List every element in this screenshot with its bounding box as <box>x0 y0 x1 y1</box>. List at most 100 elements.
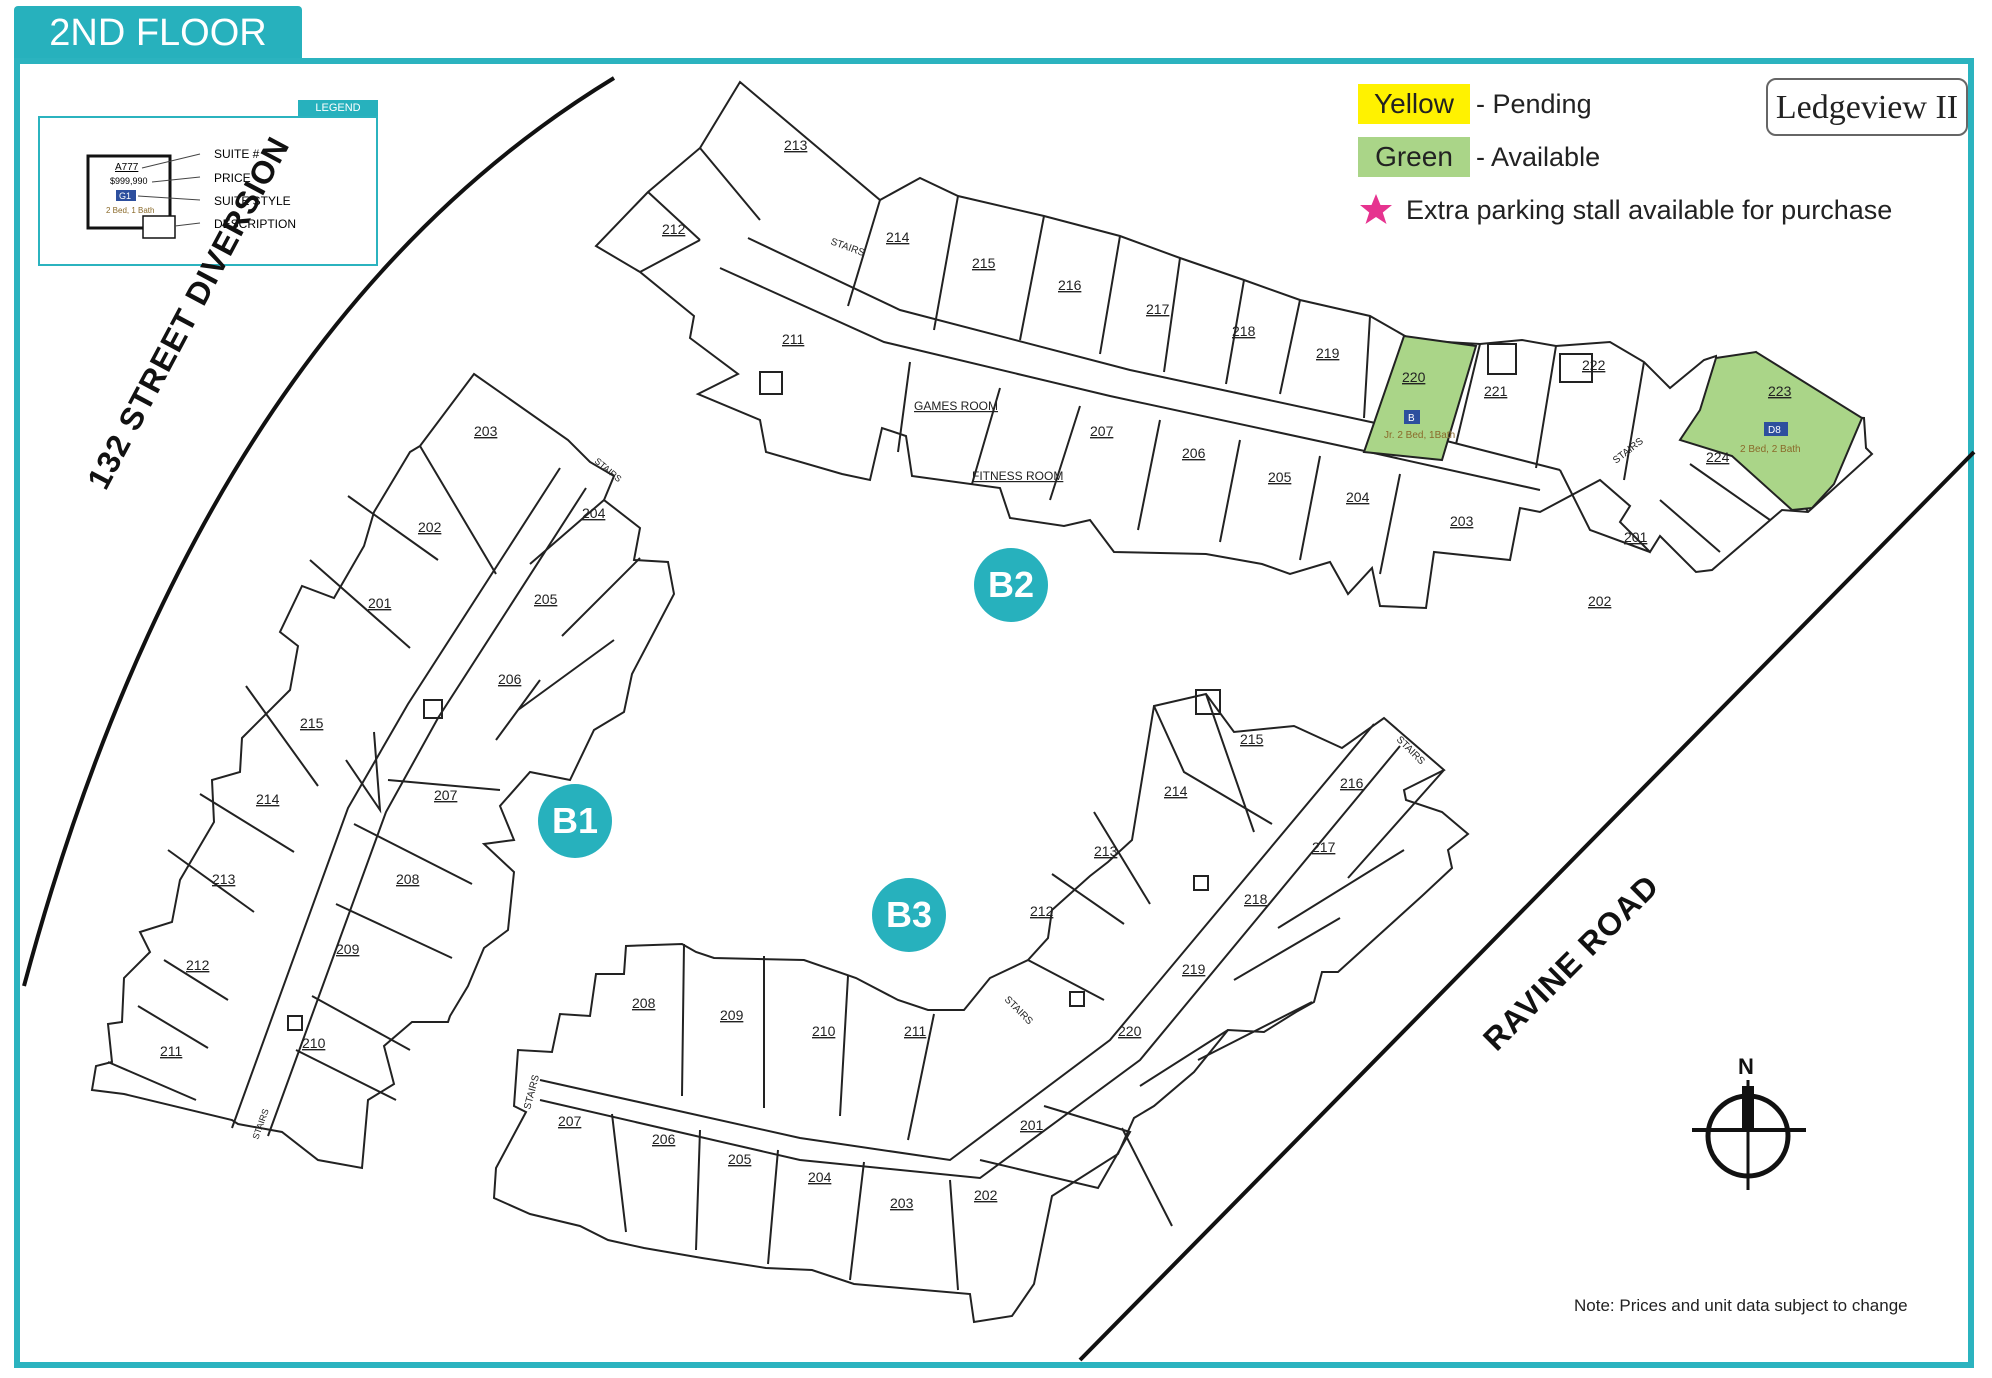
legend-leader <box>141 153 201 169</box>
style-badge-220 <box>1404 410 1420 424</box>
unit-label: 218 <box>1244 891 1268 907</box>
unit-label: 208 <box>632 995 656 1011</box>
stairs-label: STAIRS <box>1002 994 1035 1027</box>
stairs-label: STAIRS <box>1611 436 1646 467</box>
unit-label: 223 <box>1768 383 1792 399</box>
unit-label: 211 <box>160 1043 183 1059</box>
legend-sample-unit <box>86 154 172 230</box>
unit-label: 213 <box>212 871 236 887</box>
unit-label: 202 <box>974 1187 998 1203</box>
legend-sample-balcony <box>142 215 176 239</box>
floor-title-tab: 2ND FLOOR <box>14 6 302 58</box>
unit-label: 211 <box>904 1023 927 1039</box>
unit-label: 202 <box>418 519 442 535</box>
unit-label: 218 <box>1232 323 1256 339</box>
parking-note: Extra parking stall available for purcha… <box>1406 195 1893 225</box>
style-badge-223 <box>1764 422 1788 436</box>
legend-box: A777 $999,990 G1 2 Bed, 1 Bath SUITE # P… <box>38 116 378 266</box>
legend-item: DESCRIPTION <box>214 217 296 231</box>
stairs-label: STAIRS <box>522 1073 542 1110</box>
star-icon <box>1360 194 1392 224</box>
pending-swatch: Yellow <box>1358 84 1470 124</box>
desc-220: Jr. 2 Bed, 1Bath <box>1384 430 1455 441</box>
unit-label: 216 <box>1058 277 1082 293</box>
compass-north: N <box>1738 1054 1754 1079</box>
unit-label: 214 <box>886 229 910 245</box>
legend-leader <box>137 195 201 201</box>
unit-label: 214 <box>1164 783 1188 799</box>
pending-swatch-label: Yellow <box>1374 88 1454 119</box>
legend-leader <box>151 176 201 183</box>
unit-label: 212 <box>662 221 686 237</box>
unit-label: 204 <box>582 505 606 521</box>
legend-item: SUITE # <box>214 147 260 161</box>
unit-label: 220 <box>1402 369 1426 385</box>
legend-sample-price: $999,990 <box>110 176 148 186</box>
style-220: B <box>1408 413 1415 424</box>
style-223: D8 <box>1768 425 1781 436</box>
brand-logo: Ledgeview II <box>1766 78 1968 136</box>
building-b2-unit-labels: 213 212 211 214 215 216 217 218 219 220 … <box>662 137 1792 609</box>
legend-style-badge <box>116 190 136 201</box>
available-swatch: Green <box>1358 137 1470 177</box>
unit-label: 210 <box>302 1035 326 1051</box>
compass-icon: N <box>1692 1054 1806 1190</box>
unit-label: 216 <box>1340 775 1364 791</box>
unit-label: 203 <box>474 423 498 439</box>
legend-diagram: A777 $999,990 G1 2 Bed, 1 Bath SUITE # P… <box>86 147 296 239</box>
unit-label: 209 <box>336 941 360 957</box>
building-b1-unit-labels: 203 202 201 204 205 206 215 214 213 212 … <box>160 423 606 1059</box>
unit-label: 205 <box>534 591 558 607</box>
floor-title: 2ND FLOOR <box>49 12 267 54</box>
unit-label: 212 <box>186 957 210 973</box>
building-b3-unit-labels: 215 214 213 212 216 217 218 219 220 208 … <box>558 731 1364 1211</box>
unit-label: 205 <box>1268 469 1292 485</box>
building-b1-outline <box>90 372 676 1170</box>
road-line-132-street <box>22 76 616 987</box>
unit-b2-220-available[interactable] <box>1362 334 1478 462</box>
available-swatch-label: Green <box>1375 141 1453 172</box>
stairs-label: STAIRS <box>593 456 624 484</box>
desc-223: 2 Bed, 2 Bath <box>1740 444 1801 455</box>
building-b1-badge[interactable]: B1 <box>538 784 612 858</box>
brand-name: Ledgeview II <box>1775 89 1959 126</box>
legend-item: SUITE STYLE <box>214 194 291 208</box>
unit-label: 217 <box>1146 301 1170 317</box>
building-b2-badge[interactable]: B2 <box>974 548 1048 622</box>
unit-label: 207 <box>558 1113 582 1129</box>
unit-label: 219 <box>1316 345 1340 361</box>
unit-label: 222 <box>1582 357 1606 373</box>
pending-label: - Pending <box>1476 89 1592 119</box>
unit-label: 217 <box>1312 839 1336 855</box>
building-b3-outline <box>492 689 1470 1324</box>
stairs-label: STAIRS <box>829 236 866 259</box>
unit-label: 211 <box>782 331 805 347</box>
unit-label: 207 <box>1090 423 1114 439</box>
unit-label: 215 <box>1240 731 1264 747</box>
unit-label: 213 <box>1094 843 1118 859</box>
unit-label: 207 <box>434 787 458 803</box>
unit-label: 204 <box>808 1169 832 1185</box>
unit-label: 208 <box>396 871 420 887</box>
legend-item: PRICE <box>214 171 251 185</box>
games-room-label: GAMES ROOM <box>914 399 998 413</box>
available-label: - Available <box>1476 142 1601 172</box>
legend-sample-style: G1 <box>119 191 131 201</box>
legend-sample-suite: A777 <box>115 162 139 173</box>
unit-label: 201 <box>1624 529 1648 545</box>
building-b3-badge[interactable]: B3 <box>872 878 946 952</box>
floor-plan-frame <box>14 58 1974 1368</box>
unit-label: 206 <box>652 1131 676 1147</box>
unit-label: 203 <box>1450 513 1474 529</box>
unit-label: 214 <box>256 791 280 807</box>
unit-label: 202 <box>1588 593 1612 609</box>
unit-label: 204 <box>1346 489 1370 505</box>
unit-label: 215 <box>972 255 996 271</box>
unit-label: 206 <box>1182 445 1206 461</box>
unit-label: 224 <box>1706 449 1730 465</box>
disclaimer-note: Note: Prices and unit data subject to ch… <box>1574 1296 1908 1315</box>
legend-title: LEGEND <box>298 100 378 117</box>
unit-label: 219 <box>1182 961 1206 977</box>
